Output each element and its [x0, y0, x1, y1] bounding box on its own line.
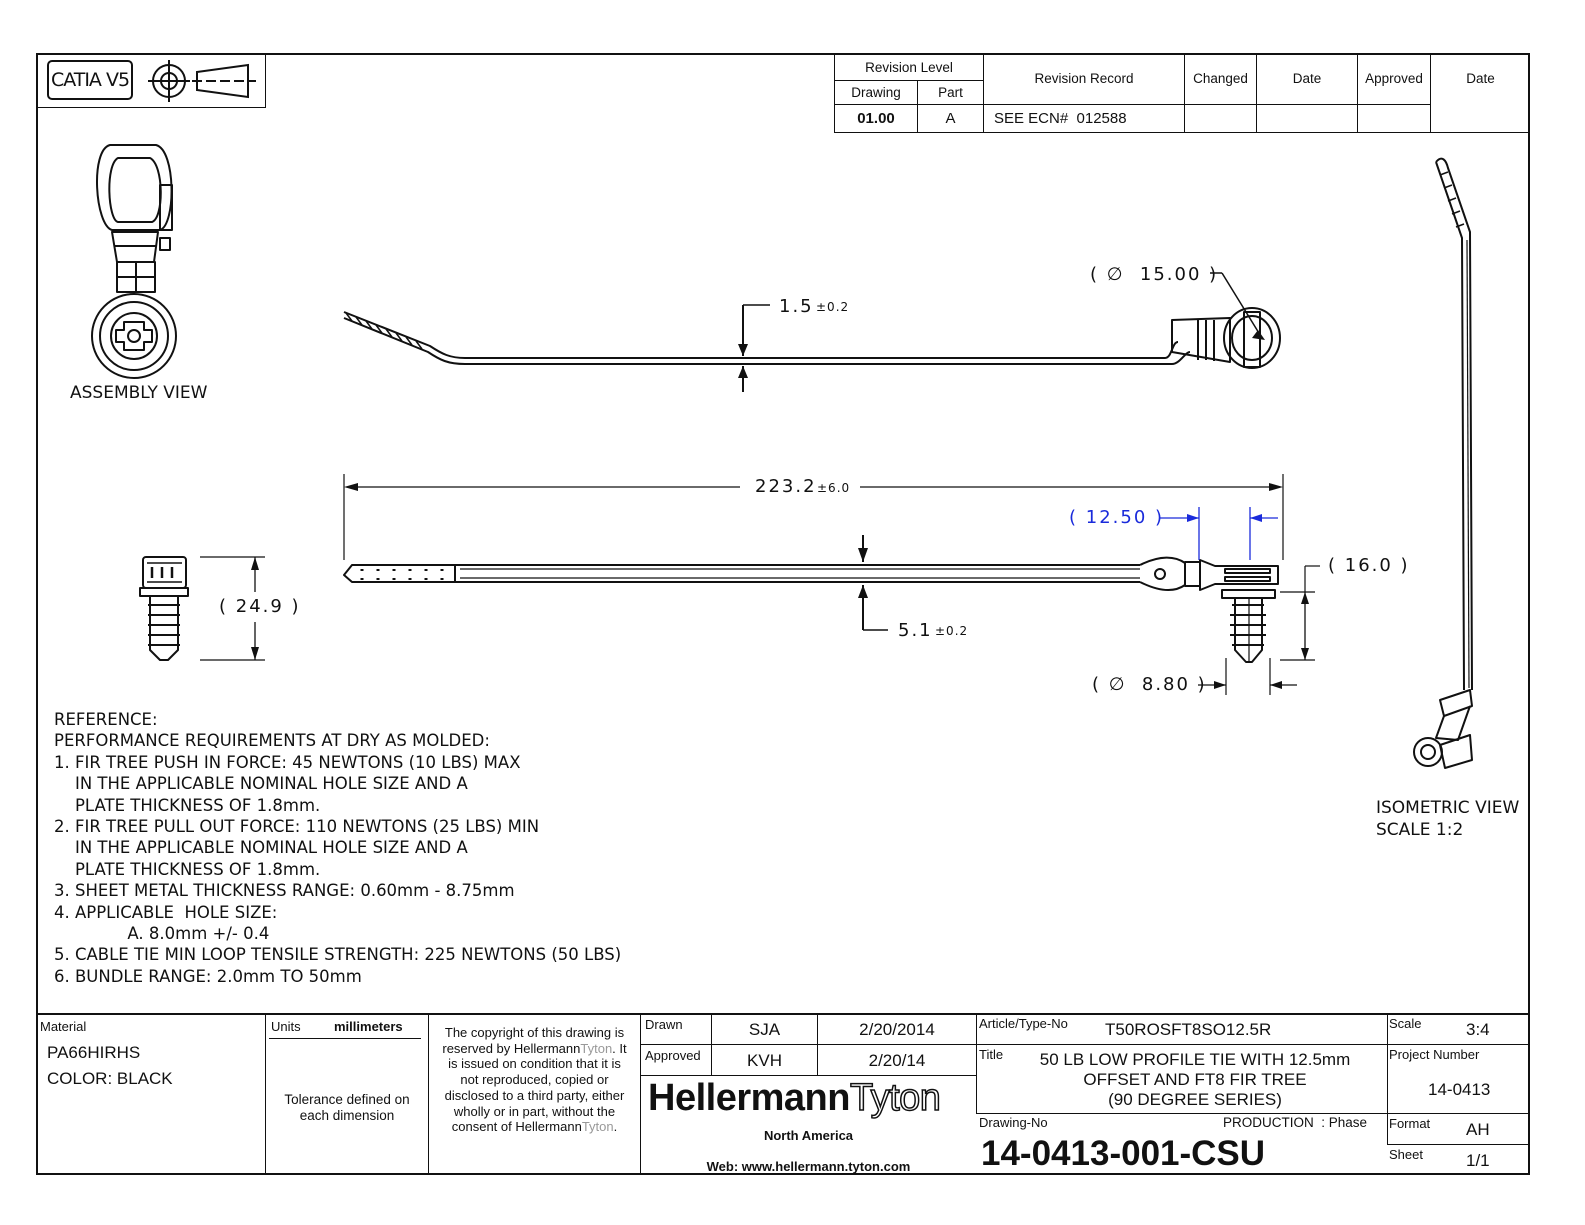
format-value: AH	[1466, 1120, 1490, 1139]
copyright-notice: The copyright of this drawing is reserve…	[438, 1025, 631, 1135]
dim-width: 5.1	[898, 620, 933, 641]
title-label: Title	[979, 1047, 1004, 1062]
note-line: 6. BUNDLE RANGE: 2.0mm TO 50mm	[54, 966, 362, 986]
note-line: IN THE APPLICABLE NOMINAL HOLE SIZE AND …	[54, 774, 468, 794]
assembly-view-label: ASSEMBLY VIEW	[70, 383, 208, 403]
approved-date: 2/20/14	[868, 1051, 926, 1070]
isometric-scale-label: SCALE 1:2	[1376, 820, 1464, 840]
dim-width-tol: ±0.2	[935, 624, 969, 638]
dim-fir-diameter: ( ∅ 8.80 )	[1092, 674, 1207, 695]
dim-length-tol: ±6.0	[817, 481, 851, 495]
material-label: Material	[40, 1019, 87, 1034]
dim-thickness-tol: ±0.2	[816, 300, 850, 314]
rev-empty-1	[1184, 104, 1257, 133]
drawn-label: Drawn	[645, 1017, 683, 1032]
approved-by: KVH	[747, 1051, 782, 1070]
article-label: Article/Type-No	[979, 1016, 1068, 1031]
copyright-mid: . It is issued on condition that it is n…	[444, 1040, 627, 1135]
logo-tyton: Tyton	[849, 1076, 941, 1120]
sheet-value: 1/1	[1466, 1151, 1490, 1170]
revision-level-label: Revision Level	[865, 60, 953, 75]
company-web: Web: www.hellermann.tyton.com	[706, 1159, 911, 1174]
revision-part-value: A	[945, 110, 956, 127]
revision-drawing-label: Drawing	[851, 85, 901, 100]
note-line: IN THE APPLICABLE NOMINAL HOLE SIZE AND …	[54, 838, 468, 858]
copyright-cell	[428, 1013, 641, 1175]
dim-thickness: 1.5	[779, 296, 814, 317]
dim-loop-diameter: ( ∅ 15.00 )	[1090, 264, 1219, 285]
software-box	[36, 53, 266, 108]
format-label: Format	[1389, 1116, 1431, 1131]
material-value: PA66HIRHS	[47, 1043, 141, 1062]
revision-part-label: Part	[938, 85, 963, 100]
revision-drawing-value: 01.00	[857, 110, 895, 127]
article-value: T50ROSFT8SO12.5R	[1105, 1020, 1272, 1039]
dim-height-right: ( 16.0 )	[1328, 555, 1410, 576]
rev-empty-2	[1256, 104, 1358, 133]
drawing-number: 14-0413-001-CSU	[981, 1134, 1266, 1173]
note-line: PERFORMANCE REQUIREMENTS AT DRY AS MOLDE…	[54, 731, 490, 751]
title-line-2: OFFSET AND FT8 FIR TREE	[1083, 1070, 1307, 1089]
scale-value: 3:4	[1466, 1020, 1490, 1039]
revision-changed-label: Changed	[1193, 71, 1248, 86]
units-label: Units	[271, 1019, 301, 1034]
color-value: COLOR: BLACK	[47, 1069, 173, 1088]
note-line: 4. APPLICABLE HOLE SIZE:	[54, 902, 278, 922]
copyright-pre: The copyright of this drawing is reserve…	[442, 1025, 625, 1056]
units-underline	[269, 1038, 421, 1039]
dim-fir-height: ( 24.9 )	[219, 596, 301, 617]
revision-record-label: Revision Record	[1034, 71, 1134, 86]
material-cell	[36, 1013, 266, 1175]
phase-label: PRODUCTION : Phase	[1223, 1115, 1368, 1130]
catia-badge	[47, 60, 133, 100]
region-label: North America	[763, 1128, 854, 1143]
note-line: PLATE THICKNESS OF 1.8mm.	[54, 859, 321, 879]
scale-label: Scale	[1389, 1016, 1422, 1031]
approved-label: Approved	[645, 1048, 701, 1063]
copyright-brand-2: Tyton	[581, 1119, 614, 1135]
sheet-label: Sheet	[1389, 1147, 1423, 1162]
tolerance-note: Tolerance defined on each dimension	[284, 1092, 410, 1123]
catia-label: CATIA V5	[50, 69, 130, 91]
revision-approved-label: Approved	[1365, 71, 1423, 86]
reference-notes: REFERENCE: PERFORMANCE REQUIREMENTS AT D…	[54, 709, 621, 987]
logo-hellermann: Hellermann	[648, 1077, 850, 1119]
revision-date2-label: Date	[1466, 71, 1495, 86]
copyright-brand: Tyton	[580, 1040, 613, 1056]
drawn-by: SJA	[748, 1020, 781, 1039]
dim-offset: ( 12.50 )	[1069, 507, 1165, 528]
project-label: Project Number	[1389, 1047, 1480, 1062]
note-line: A. 8.0mm +/- 0.4	[54, 924, 270, 944]
title-line-1: 50 LB LOW PROFILE TIE WITH 12.5mm	[1039, 1050, 1351, 1069]
note-line: 3. SHEET METAL THICKNESS RANGE: 0.60mm -…	[54, 881, 515, 901]
revision-record-value: SEE ECN# 012588	[994, 110, 1127, 127]
format-cell	[1387, 1113, 1530, 1145]
title-line-3: (90 DEGREE SERIES)	[1108, 1090, 1282, 1109]
project-value: 14-0413	[1428, 1080, 1491, 1099]
company-logo: HellermannTyton	[648, 1076, 942, 1120]
drawn-date: 2/20/2014	[859, 1020, 935, 1039]
isometric-view-label: ISOMETRIC VIEW	[1376, 798, 1520, 818]
units-value: millimeters	[334, 1019, 403, 1034]
rev-empty-3	[1357, 104, 1431, 133]
note-line: PLATE THICKNESS OF 1.8mm.	[54, 795, 321, 815]
drawing-no-label: Drawing-No	[979, 1115, 1048, 1130]
note-line: 2. FIR TREE PULL OUT FORCE: 110 NEWTONS …	[54, 817, 540, 837]
revision-date-label: Date	[1292, 71, 1322, 86]
copyright-end: .	[613, 1119, 618, 1135]
note-line: 5. CABLE TIE MIN LOOP TENSILE STRENGTH: …	[54, 945, 622, 965]
note-line: REFERENCE:	[54, 710, 158, 729]
note-line: 1. FIR TREE PUSH IN FORCE: 45 NEWTONS (1…	[54, 752, 521, 772]
dim-length: 223.2	[755, 476, 817, 497]
